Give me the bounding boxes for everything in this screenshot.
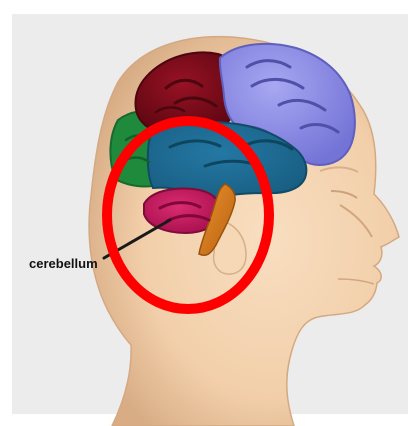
cerebellum-label: cerebellum xyxy=(29,256,98,271)
